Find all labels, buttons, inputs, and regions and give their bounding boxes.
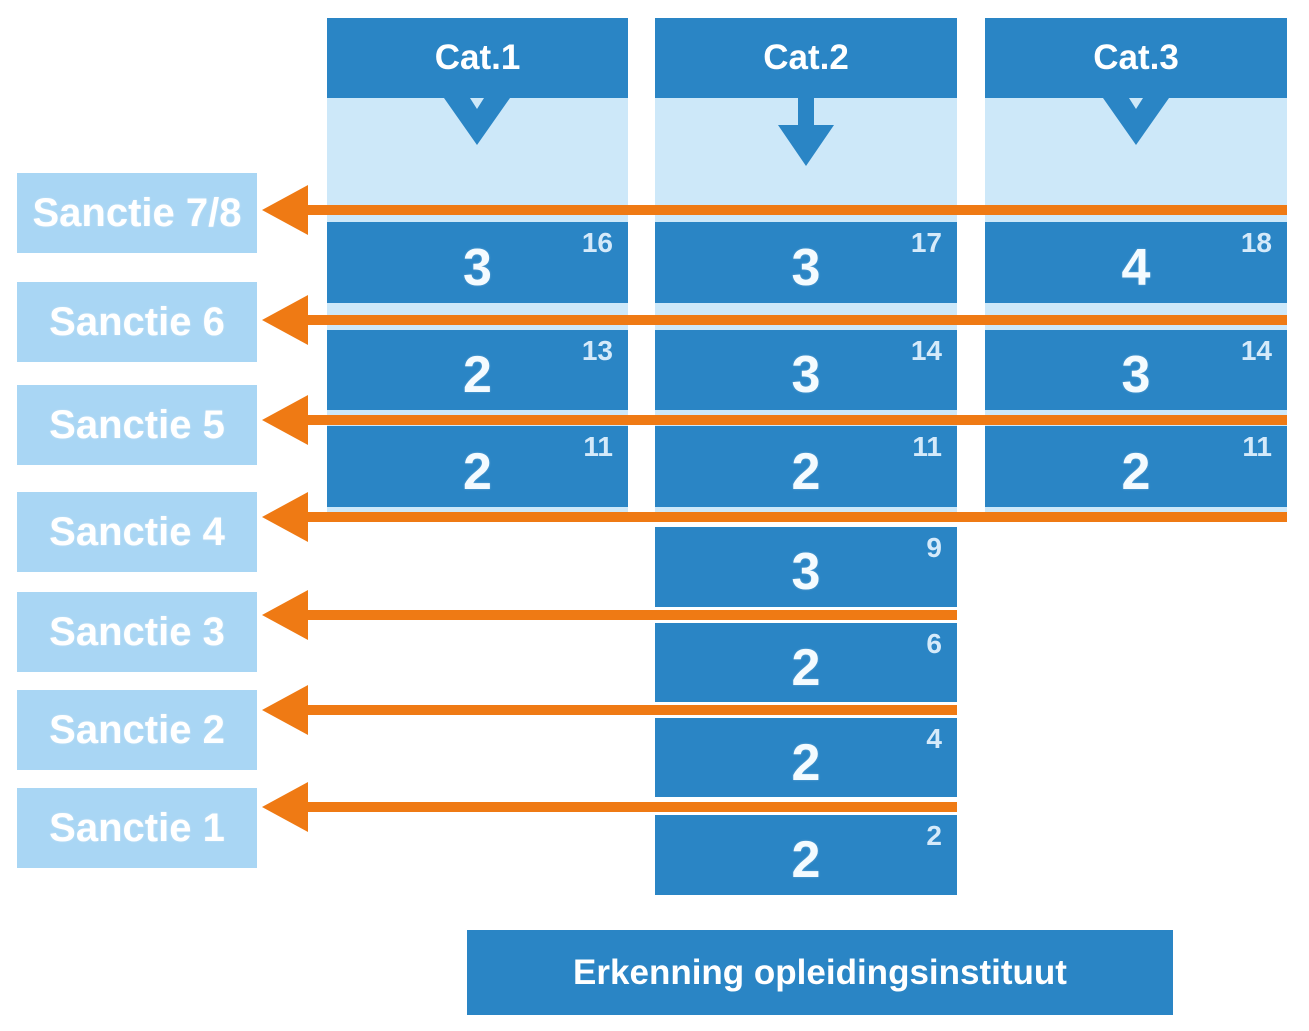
cat2-score-cell-3: 11 2: [655, 426, 957, 507]
cat1-header: Cat.1: [327, 18, 628, 98]
cat1-down-arrow-icon: [444, 98, 510, 145]
footnote-number: 14: [910, 335, 942, 366]
sanction-label-4: Sanctie 4: [17, 492, 257, 572]
sanctie-5-arrow: [262, 395, 1287, 445]
cat2-score-cell-5: 6 2: [655, 623, 957, 702]
arrow-line: [298, 802, 957, 812]
footnote-number: 11: [912, 431, 942, 462]
footnote-number: 9: [926, 532, 942, 563]
arrow-line: [298, 705, 957, 715]
footnote-number: 11: [1242, 431, 1272, 462]
score-value: 3: [791, 346, 821, 404]
footnote-number: 2: [926, 820, 942, 851]
cat3-header: Cat.3: [985, 18, 1287, 98]
score-value: 3: [1121, 346, 1151, 404]
score-value: 2: [1121, 442, 1151, 501]
score-value: 2: [791, 442, 821, 501]
cat2-score-cell-2: 14 3: [655, 330, 957, 410]
footnote-number: 11: [583, 431, 613, 462]
sanctie-3-arrow: [262, 590, 957, 640]
cat2-down-arrow-icon: [778, 98, 834, 166]
sanction-label-5: Sanctie 5: [17, 385, 257, 465]
footnote-number: 16: [581, 227, 613, 258]
footnote-number: 18: [1240, 227, 1272, 258]
score-value: 2: [791, 733, 821, 792]
cat3-score-cell-bottom: 11 2: [985, 426, 1287, 507]
sanction-label-7-8: Sanctie 7/8: [17, 173, 257, 253]
score-value: 4: [1121, 238, 1151, 297]
sanctie-7-8-arrow: [262, 185, 1287, 235]
sanctie-2-arrow: [262, 685, 957, 735]
sanction-label-6: Sanctie 6: [17, 282, 257, 362]
sanction-label-2: Sanctie 2: [17, 690, 257, 770]
arrow-line: [298, 205, 1287, 215]
arrow-line: [298, 415, 1287, 425]
score-value: 3: [791, 543, 821, 601]
sanctie-4-arrow: [262, 492, 1287, 542]
cat1-score-cell-top: 16 3: [327, 222, 628, 303]
footnote-number: 17: [910, 227, 942, 258]
sanctie-1-arrow: [262, 782, 957, 832]
cat1-score-cell-middle: 13 2: [327, 330, 628, 410]
footnote-number: 14: [1240, 335, 1272, 366]
score-value: 2: [791, 831, 821, 889]
footnote-number: 4: [926, 723, 942, 754]
footnote-number: 6: [926, 628, 942, 659]
score-value: 2: [791, 638, 821, 697]
cat2-score-cell-6: 4 2: [655, 718, 957, 797]
score-value: 2: [463, 442, 492, 501]
cat3-down-arrow-icon: [1103, 98, 1169, 145]
footnote-number: 13: [581, 335, 613, 366]
arrow-line: [298, 610, 957, 620]
banner-erkenning-opleidingsinstituut: Erkenning opleidingsinstituut: [467, 930, 1173, 1015]
score-value: 3: [791, 238, 821, 297]
sanction-label-1: Sanctie 1: [17, 788, 257, 868]
arrow-line: [298, 512, 1287, 522]
sanction-label-3: Sanctie 3: [17, 592, 257, 672]
score-value: 3: [463, 238, 492, 297]
cat3-score-cell-middle: 14 3: [985, 330, 1287, 410]
cat2-header: Cat.2: [655, 18, 957, 98]
cat2-score-cell-1: 17 3: [655, 222, 957, 303]
score-value: 2: [463, 346, 492, 404]
cat1-score-cell-bottom: 11 2: [327, 426, 628, 507]
sanctie-6-arrow: [262, 295, 1287, 345]
arrow-line: [298, 315, 1287, 325]
cat3-score-cell-top: 18 4: [985, 222, 1287, 303]
cat2-score-cell-7: 2 2: [655, 815, 957, 895]
cat2-score-cell-4: 9 3: [655, 527, 957, 607]
